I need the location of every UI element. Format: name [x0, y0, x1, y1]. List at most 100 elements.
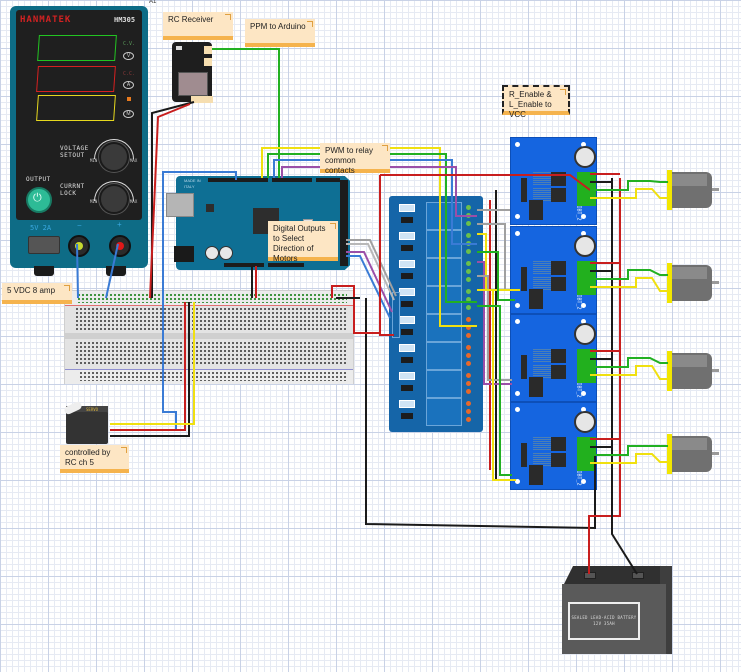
motor-driver-ibt2[interactable]: IBT_2: [510, 314, 597, 402]
relay-terminal[interactable]: [466, 261, 471, 266]
arduino-header-side[interactable]: [340, 180, 348, 266]
servo-top: [66, 406, 108, 414]
voltage-display: [37, 35, 117, 61]
arduino-header-digital-1[interactable]: [208, 178, 268, 182]
driver-input-header[interactable]: [521, 355, 527, 379]
relay-terminal[interactable]: [466, 277, 471, 282]
relay-terminal[interactable]: [466, 205, 471, 210]
positive-terminal[interactable]: [109, 235, 131, 257]
arduino-header-comm[interactable]: [316, 178, 340, 182]
note-enable: R_Enable & L_Enable to VCC: [502, 85, 570, 119]
rx-led: [176, 46, 182, 50]
mount-hole: [515, 214, 520, 219]
driver-input-header[interactable]: [521, 443, 527, 467]
relay-terminal[interactable]: [466, 345, 471, 350]
driver-output-terminal[interactable]: [577, 349, 596, 383]
relay-terminal[interactable]: [466, 297, 471, 302]
v-button[interactable]: V: [123, 52, 134, 60]
mount-hole: [515, 231, 520, 236]
arduino-header-power[interactable]: [224, 263, 264, 267]
driver-output-terminal[interactable]: [577, 172, 596, 206]
servo[interactable]: [66, 412, 108, 444]
driver-output-terminal[interactable]: [577, 437, 596, 471]
motor-driver-ibt2[interactable]: IBT_2: [510, 137, 597, 225]
negative-terminal[interactable]: [68, 235, 90, 257]
arduino-usb-port: [166, 193, 194, 217]
relay-terminal[interactable]: [466, 249, 471, 254]
relay-input-header[interactable]: [392, 292, 400, 338]
driver-input-header[interactable]: [521, 178, 527, 202]
rx-aux-pin[interactable]: [204, 58, 212, 66]
wire-motor-b: [590, 453, 668, 464]
battery-positive-terminal[interactable]: [584, 572, 596, 579]
motor-shaft: [712, 452, 719, 455]
relay-jumper: [399, 232, 415, 240]
relay-terminal[interactable]: [466, 233, 471, 238]
relay-terminal[interactable]: [466, 289, 471, 294]
wire-motor-a: [590, 180, 668, 191]
relay-terminal[interactable]: [466, 333, 471, 338]
relay-jumper: [399, 372, 415, 380]
relay-optocoupler: [401, 301, 413, 307]
driver-input-header[interactable]: [521, 267, 527, 291]
current-knob[interactable]: [99, 184, 129, 214]
driver-ic: [529, 200, 543, 220]
driver-label: IBT_2: [575, 294, 582, 310]
lock-icon: [127, 97, 131, 101]
relay-terminal[interactable]: [466, 325, 471, 330]
psu-foot-right: [106, 266, 126, 276]
driver-capacitor: [574, 235, 596, 257]
relay-channel: [426, 202, 462, 230]
relay-terminal[interactable]: [466, 269, 471, 274]
driver-output-terminal[interactable]: [577, 261, 596, 295]
relay-terminal[interactable]: [466, 417, 471, 422]
relay-terminal[interactable]: [466, 401, 471, 406]
relay-optocoupler: [401, 413, 413, 419]
relay-jumper: [399, 260, 415, 268]
battery-negative-terminal[interactable]: [632, 572, 644, 579]
dc-motor[interactable]: [667, 434, 719, 474]
arduino-label-bottom: ITALY: [184, 184, 195, 189]
current-max-label: MAX: [130, 199, 138, 204]
relay-terminal[interactable]: [466, 353, 471, 358]
driver-mosfet: [551, 188, 566, 202]
driver-heatsink: [533, 188, 555, 202]
relay-terminal[interactable]: [466, 317, 471, 322]
relay-terminal[interactable]: [466, 373, 471, 378]
wire-motor-b: [590, 277, 668, 292]
motor-driver-ibt2[interactable]: IBT_2: [510, 226, 597, 314]
arduino-header-pwm[interactable]: [272, 178, 312, 182]
dc-motor[interactable]: [667, 351, 719, 391]
dc-motor[interactable]: [667, 263, 719, 303]
breadboard[interactable]: [64, 290, 354, 384]
m-button[interactable]: M: [123, 110, 134, 118]
relay-terminal[interactable]: [466, 213, 471, 218]
negative-label: −: [77, 221, 82, 230]
relay-terminal[interactable]: [466, 305, 471, 310]
a-button[interactable]: A: [123, 81, 134, 89]
relay-terminal[interactable]: [466, 361, 471, 366]
motor-driver-ibt2[interactable]: IBT_2: [510, 402, 597, 490]
driver-heatsink: [533, 277, 555, 291]
relay-terminal[interactable]: [466, 221, 471, 226]
output-power-button[interactable]: ⏻: [26, 187, 52, 213]
dc-motor[interactable]: [667, 170, 719, 210]
mount-hole: [515, 303, 520, 308]
driver-mosfet: [551, 349, 566, 363]
rx-ppm-pin[interactable]: [204, 46, 212, 54]
relay-terminal[interactable]: [466, 241, 471, 246]
relay-jumper: [399, 316, 415, 324]
relay-terminal[interactable]: [466, 389, 471, 394]
rx-connector[interactable]: [191, 96, 213, 103]
driver-ic: [529, 289, 543, 309]
usb-port-label: 5V 2A: [30, 224, 52, 232]
relay-terminal[interactable]: [466, 409, 471, 414]
mount-hole: [515, 479, 520, 484]
arduino-label-top: MADE IN: [184, 178, 201, 183]
relay-jumper: [399, 288, 415, 296]
relay-terminal[interactable]: [466, 381, 471, 386]
mount-hole: [515, 407, 520, 412]
driver-mosfet: [551, 261, 566, 275]
arduino-power-jack: [174, 246, 194, 262]
voltage-knob[interactable]: [99, 142, 129, 172]
